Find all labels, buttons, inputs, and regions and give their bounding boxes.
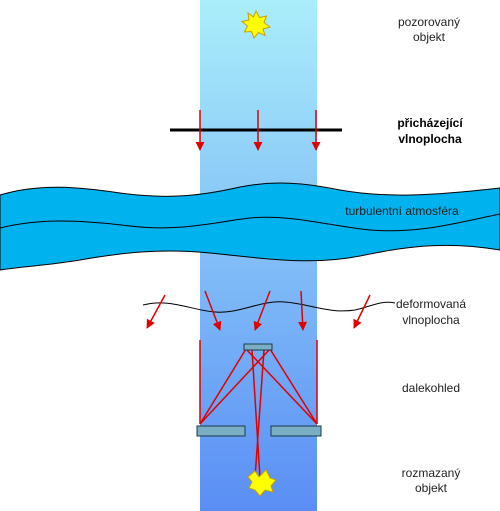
- deformed-ray: [253, 290, 271, 331]
- deformed-ray: [146, 294, 166, 329]
- label-incoming-wavefront-line1: přicházející: [397, 116, 463, 130]
- label-blurred-object-line1: rozmazaný: [402, 466, 461, 480]
- blurred-blob-icon: [247, 469, 277, 497]
- label-observed-object-line1: pozorovaný: [398, 15, 460, 29]
- turbulent-atmosphere-band: [0, 182, 500, 271]
- label-blurred-object-line2: objekt: [415, 481, 448, 495]
- deformed-rays: [146, 290, 371, 331]
- label-turbulent-atmosphere: turbulentní atmosféra: [345, 204, 459, 218]
- label-telescope: dalekohled: [402, 381, 460, 395]
- label-observed-object-line2: objekt: [413, 30, 446, 44]
- telescope-rays: [199, 340, 318, 479]
- deformed-ray: [298, 290, 308, 331]
- primary-mirror-left: [196, 425, 246, 437]
- deformed-ray: [353, 294, 371, 329]
- secondary-mirror: [243, 343, 273, 351]
- incoming-rays: [195, 110, 321, 151]
- star-icon: [240, 9, 272, 39]
- label-incoming-wavefront-line2: vlnoplocha: [398, 132, 462, 146]
- atmosphere-turbulence-line: [0, 213, 500, 232]
- label-deformed-wavefront-line2: vlnoplocha: [402, 313, 460, 327]
- primary-mirror-right: [270, 425, 322, 437]
- deformed-ray: [204, 290, 222, 331]
- label-deformed-wavefront-line1: deformovaná: [396, 297, 466, 311]
